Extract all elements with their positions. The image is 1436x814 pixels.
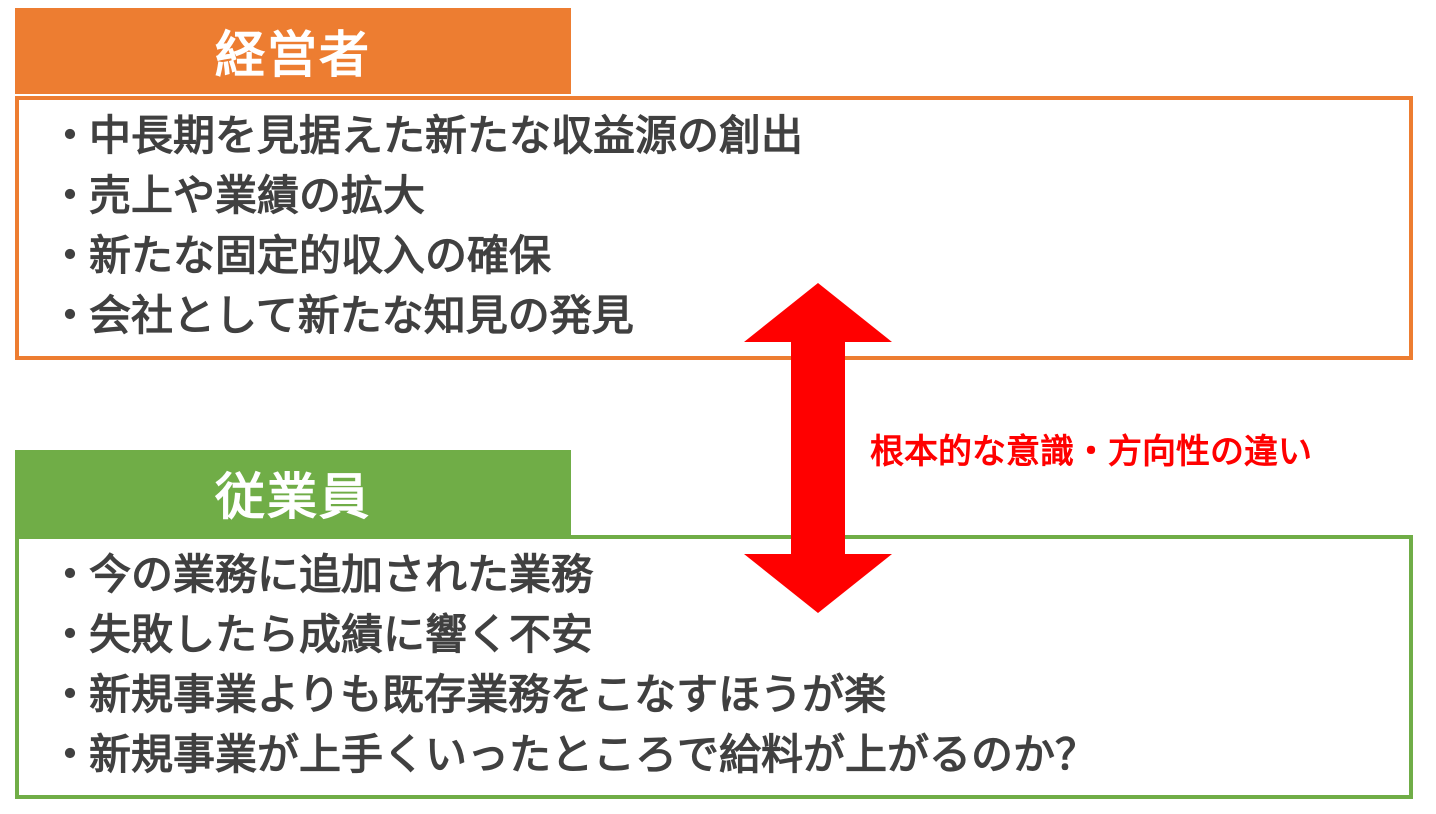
management-item: ・売上や業績の拡大 <box>49 166 1409 226</box>
management-item: ・会社として新たな知見の発見 <box>49 286 1409 346</box>
bullet-icon: ・ <box>49 291 92 340</box>
employees-list: ・今の業務に追加された業務 ・失敗したら成績に響く不安 ・新規事業よりも既存業務… <box>49 545 1409 785</box>
employees-box: ・今の業務に追加された業務 ・失敗したら成績に響く不安 ・新規事業よりも既存業務… <box>15 535 1413 799</box>
employees-item: ・新規事業よりも既存業務をこなすほうが楽 <box>49 665 1409 725</box>
bullet-icon: ・ <box>49 670 92 719</box>
management-list: ・中長期を見据えた新たな収益源の創出 ・売上や業績の拡大 ・新たな固定的収入の確… <box>49 106 1409 346</box>
bullet-icon: ・ <box>49 550 92 599</box>
bullet-icon: ・ <box>49 171 92 220</box>
employees-item-text: 失敗したら成績に響く不安 <box>89 610 594 659</box>
employees-item: ・失敗したら成績に響く不安 <box>49 605 1409 665</box>
bullet-icon: ・ <box>49 231 92 280</box>
management-item-text: 中長期を見据えた新たな収益源の創出 <box>89 111 804 160</box>
double-arrow-icon <box>744 283 892 613</box>
employees-header: 従業員 <box>15 450 571 536</box>
difference-label: 根本的な意識・方向性の違い <box>870 432 1312 472</box>
bullet-icon: ・ <box>49 610 92 659</box>
management-title: 経営者 <box>215 26 371 84</box>
employees-title: 従業員 <box>215 468 371 526</box>
employees-item: ・今の業務に追加された業務 <box>49 545 1409 605</box>
bullet-icon: ・ <box>49 111 92 160</box>
management-item-text: 新たな固定的収入の確保 <box>89 231 552 280</box>
management-item: ・中長期を見据えた新たな収益源の創出 <box>49 106 1409 166</box>
employees-item-text: 今の業務に追加された業務 <box>89 550 594 599</box>
employees-item: ・新規事業が上手くいったところで給料が上がるのか？ <box>49 725 1409 785</box>
employees-item-text: 新規事業が上手くいったところで給料が上がるのか？ <box>89 730 1098 779</box>
bullet-icon: ・ <box>49 730 92 779</box>
management-item: ・新たな固定的収入の確保 <box>49 226 1409 286</box>
management-item-text: 売上や業績の拡大 <box>89 171 426 220</box>
employees-item-text: 新規事業よりも既存業務をこなすほうが楽 <box>89 670 887 719</box>
management-box: ・中長期を見据えた新たな収益源の創出 ・売上や業績の拡大 ・新たな固定的収入の確… <box>15 96 1413 360</box>
management-header: 経営者 <box>15 8 571 94</box>
management-item-text: 会社として新たな知見の発見 <box>89 291 634 340</box>
